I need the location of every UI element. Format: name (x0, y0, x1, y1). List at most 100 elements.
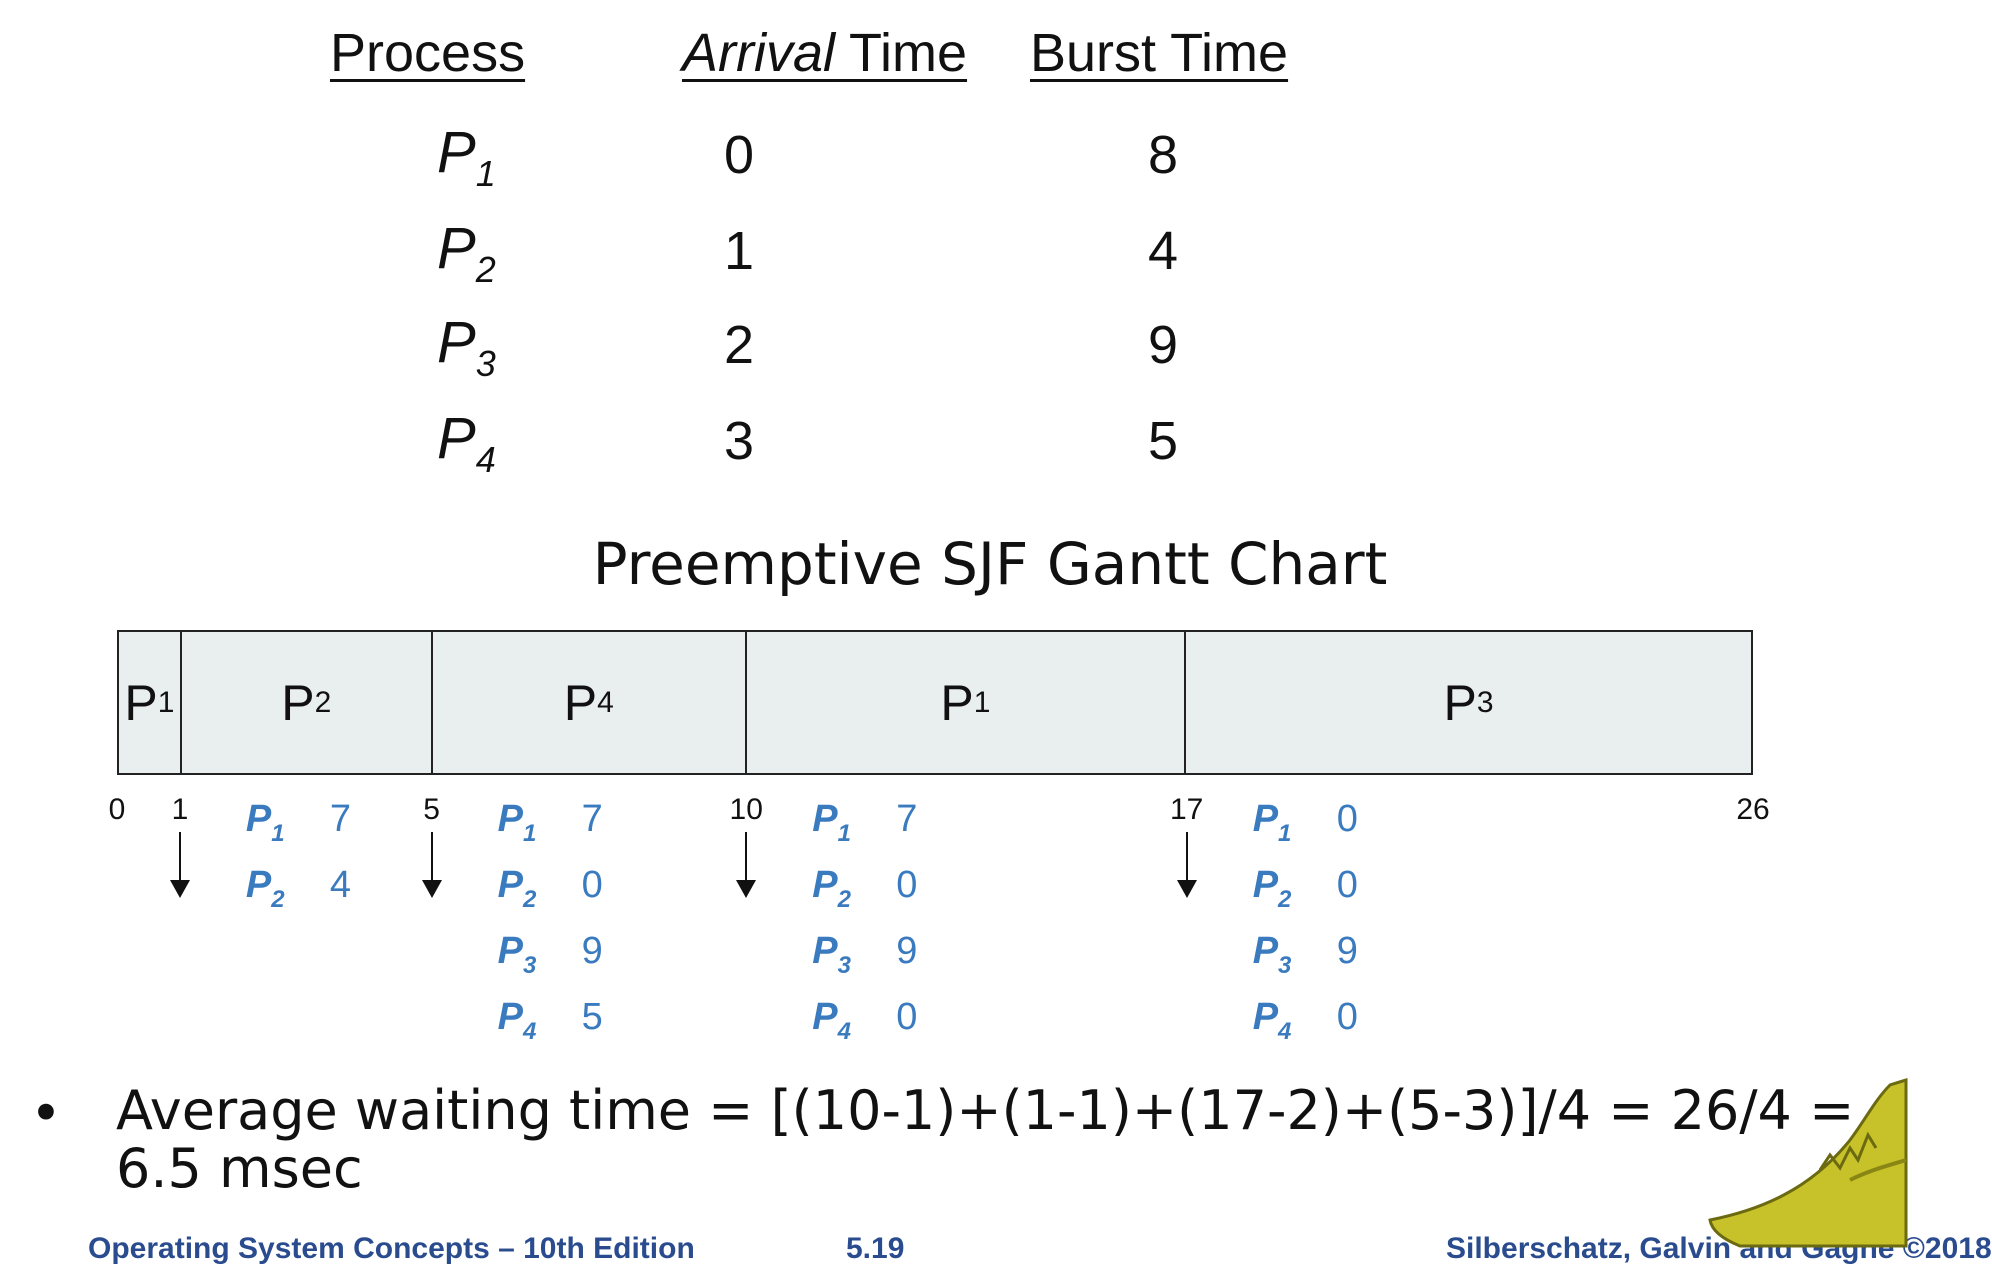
process-letter: P (437, 120, 476, 185)
gantt-title: Preemptive SJF Gantt Chart (592, 530, 1388, 598)
remaining-value: 4 (329, 864, 352, 906)
remaining-subscript: 1 (1278, 820, 1292, 847)
segment-subscript: 1 (157, 685, 175, 719)
segment-subscript: 3 (1476, 685, 1494, 719)
burst-value: 8 (1147, 125, 1179, 185)
process-letter: P (437, 310, 476, 375)
remaining-time-entry: P2 4 (245, 864, 351, 913)
remaining-process: P2 (497, 864, 537, 913)
remaining-process: P1 (812, 798, 851, 847)
footer-page-number: 5.19 (846, 1232, 905, 1265)
time-tick: 0 (108, 793, 126, 826)
arrival-value: 0 (723, 125, 755, 185)
remaining-time-entry: P1 7 (497, 798, 603, 847)
segment-label: P (124, 674, 158, 731)
footer-left: Operating System Concepts – 10th Edition (88, 1232, 695, 1265)
burst-value: 5 (1147, 411, 1179, 471)
remaining-time-entry: P3 9 (1252, 930, 1358, 979)
remaining-process: P4 (497, 996, 537, 1045)
remaining-value: 0 (1336, 864, 1358, 906)
remaining-process: P2 (1252, 864, 1292, 913)
arrival-arrow (1176, 832, 1197, 898)
process-subscript: 2 (475, 249, 496, 290)
time-tick: 26 (1736, 793, 1770, 826)
remaining-process: P3 (1252, 930, 1292, 979)
remaining-value: 0 (581, 864, 603, 906)
remaining-subscript: 3 (837, 952, 851, 979)
remaining-time-entry: P4 0 (812, 996, 917, 1045)
process-letter: P (437, 406, 476, 471)
process-subscript: 3 (475, 343, 496, 384)
process-name: P2 (437, 220, 496, 288)
arrival-value: 1 (723, 221, 755, 281)
process-name: P3 (437, 314, 496, 382)
burst-value: 4 (1147, 221, 1179, 281)
bullet-marker: • (30, 1082, 62, 1145)
remaining-process: P4 (1252, 996, 1292, 1045)
arrival-arrow (169, 832, 190, 898)
process-letter: P (437, 216, 476, 281)
remaining-process: P4 (812, 996, 851, 1045)
time-tick: 1 (171, 793, 189, 826)
remaining-subscript: 1 (271, 820, 285, 847)
remaining-process: P3 (497, 930, 537, 979)
arrival-arrow (736, 832, 757, 898)
remaining-subscript: 2 (1278, 886, 1292, 913)
remaining-subscript: 3 (522, 952, 537, 979)
process-name: P1 (437, 124, 496, 192)
remaining-process: P2 (245, 864, 285, 913)
remaining-subscript: 2 (522, 886, 537, 913)
average-waiting-time: Average waiting time = [(10-1)+(1-1)+(17… (116, 1079, 1855, 1201)
segment-label: P (563, 674, 598, 731)
header-burst-time: Burst Time (1030, 23, 1289, 83)
remaining-process: P1 (497, 798, 537, 847)
remaining-value: 0 (896, 864, 918, 906)
remaining-process: P2 (812, 864, 851, 913)
remaining-subscript: 3 (1278, 952, 1292, 979)
remaining-subscript: 4 (522, 1018, 537, 1045)
remaining-process: P1 (245, 798, 285, 847)
remaining-time-entry: P1 7 (245, 798, 351, 847)
remaining-time-entry: P2 0 (1252, 864, 1358, 913)
remaining-time-entry: P4 0 (1252, 996, 1358, 1045)
remaining-time-entry: P2 0 (497, 864, 603, 913)
remaining-value: 9 (1336, 930, 1358, 972)
arrival-arrow (421, 832, 442, 898)
remaining-value: 7 (581, 798, 603, 840)
remaining-value: 0 (896, 996, 918, 1038)
time-tick: 17 (1170, 793, 1204, 826)
burst-value: 9 (1147, 315, 1179, 375)
remaining-subscript: 1 (522, 820, 537, 847)
segment-subscript: 2 (314, 685, 332, 719)
dinosaur-logo (1708, 1077, 1908, 1248)
remaining-subscript: 2 (837, 886, 851, 913)
remaining-process: P3 (812, 930, 851, 979)
segment-subscript: 4 (597, 685, 614, 719)
remaining-value: 0 (1336, 996, 1358, 1038)
remaining-time-entry: P2 0 (812, 864, 917, 913)
segment-subscript: 1 (973, 685, 991, 719)
remaining-value: 7 (329, 798, 352, 840)
arrival-value: 3 (723, 411, 755, 471)
segment-label: P (940, 674, 974, 731)
header-arrival-italic: Arrival (682, 23, 836, 83)
remaining-time-entry: P4 5 (497, 996, 603, 1045)
process-subscript: 1 (475, 153, 496, 194)
remaining-subscript: 4 (837, 1018, 851, 1045)
remaining-value: 5 (581, 996, 603, 1038)
process-subscript: 4 (475, 439, 496, 480)
time-tick: 10 (729, 793, 763, 826)
remaining-subscript: 2 (271, 886, 285, 913)
remaining-subscript: 4 (1278, 1018, 1292, 1045)
header-process: Process (330, 23, 526, 83)
